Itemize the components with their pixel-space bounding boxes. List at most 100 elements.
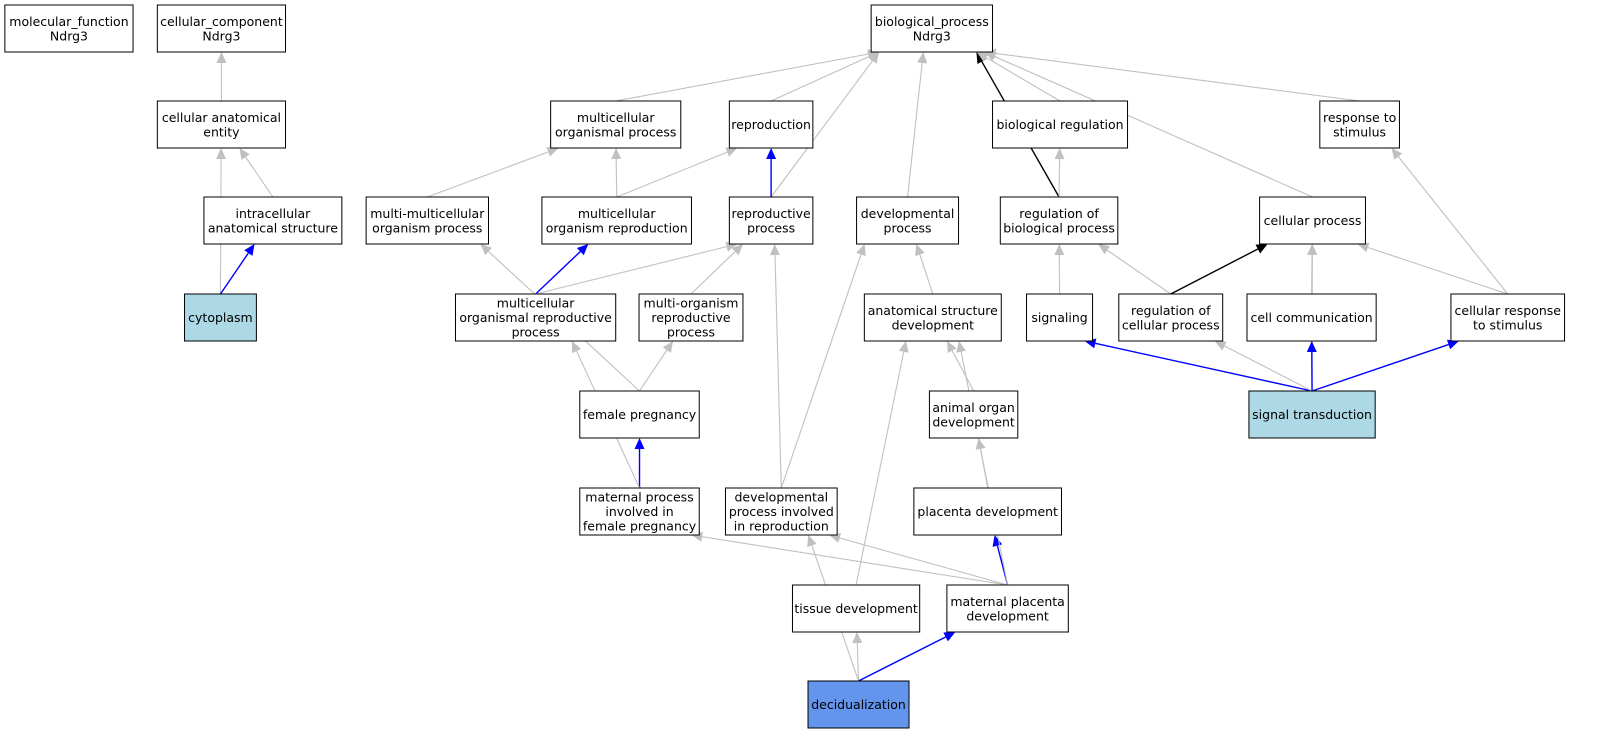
node-box [728, 196, 814, 245]
node-label-line: cellular process [1264, 213, 1362, 228]
node-label-line: female pregnancy [583, 407, 697, 422]
node-label-line: decidualization [811, 697, 906, 712]
node-box [992, 100, 1129, 149]
edge-arrowhead-animal_organ_development-to-anatomical_structure_development [947, 341, 957, 354]
node-female-pregnancy[interactable]: female pregnancy [579, 390, 700, 439]
edge-arrowhead-cellular_response_to_stimulus-to-cellular_process [1357, 242, 1370, 253]
node-label-line: process [747, 220, 795, 235]
node-label-line: reproductive [732, 206, 812, 221]
node-box [946, 584, 1069, 633]
edge-line-maternal_placenta_development-to-maternal_process_involved_in_female_pregnancy [702, 536, 1008, 586]
edge-arrowhead-decidualization-to-developmental_process_involved_in_reproduction [807, 535, 817, 548]
node-label-line: development [966, 608, 1049, 623]
node-box [999, 196, 1119, 245]
edge-arrowhead-anatomical_structure_development-to-developmental_process [915, 244, 925, 257]
node-box [184, 293, 257, 342]
node-label-line: animal organ [932, 400, 1014, 415]
edge-arrowhead-developmental_process_involved_in_reproduction-to-reproductive_process [769, 244, 780, 256]
edge-arrowhead-maternal_placenta_development-to-anatomical_structure_development [956, 341, 967, 353]
node-box [579, 487, 700, 536]
node-box [1026, 293, 1094, 342]
edge-arrowhead-reproductive_process-to-biological_process [868, 52, 880, 64]
node-decidualization[interactable]: decidualization [807, 680, 910, 729]
node-label-line: cell communication [1250, 310, 1372, 325]
node-signaling[interactable]: signaling [1026, 293, 1094, 342]
node-layer: molecular_functionNdrg3cellular_componen… [4, 4, 1566, 729]
edge-line-female_pregnancy-to-multi_organism_reproductive_process [639, 349, 668, 392]
node-box [791, 584, 921, 633]
node-cellular-process[interactable]: cellular process [1259, 196, 1366, 245]
edge-arrowhead-signal_transduction-to-cell_communication [1306, 341, 1317, 353]
edge-line-multi_multicellular_organism_process-to-multicellular_organismal_process [427, 151, 549, 198]
node-label-line: entity [203, 124, 240, 139]
node-box [541, 196, 692, 245]
node-box [728, 100, 814, 149]
node-tissue-development[interactable]: tissue development [791, 584, 921, 633]
node-box [203, 196, 343, 245]
node-label-line: anatomical structure [868, 303, 998, 318]
edge-arrowhead-placenta_development-to-animal_organ_development [975, 438, 986, 450]
node-label-line: Ndrg3 [202, 28, 240, 43]
edge-line-decidualization-to-tissue_development [856, 642, 860, 682]
edge-line-reproductive_process-to-biological_process [770, 60, 874, 198]
edge-arrowhead-intracellular_anatomical_structure-to-cellular_anatomical_entity [239, 148, 250, 160]
node-cell-communication[interactable]: cell communication [1246, 293, 1377, 342]
node-box [1319, 100, 1400, 149]
node-signal-transduction[interactable]: signal transduction [1248, 390, 1376, 439]
node-box [913, 487, 1062, 536]
node-label-line: Ndrg3 [913, 28, 951, 43]
edge-arrowhead-multi_multicellular_organism_process-to-multicellular_organismal_process [546, 147, 559, 157]
node-label-line: organism reproduction [546, 220, 688, 235]
node-box [1450, 293, 1566, 342]
edge-line-decidualization-to-maternal_placenta_development [858, 636, 946, 682]
node-label-line: cellular_component [160, 14, 283, 29]
edge-line-signal_transduction-to-cellular_response_to_stimulus [1311, 343, 1449, 392]
node-reproduction[interactable]: reproduction [728, 100, 814, 149]
edge-line-anatomical_structure_development-to-developmental_process [919, 254, 934, 295]
edge-arrowhead-signal_transduction-to-cellular_response_to_stimulus [1446, 339, 1459, 350]
edge-arrowhead-maternal_placenta_development-to-developmental_process_involved_in_reproduction [829, 533, 842, 543]
node-box [724, 487, 838, 536]
node-placenta-development[interactable]: placenta development [913, 487, 1062, 536]
node-label-line: organismal reproductive [459, 310, 612, 325]
node-label-line: multicellular [577, 110, 656, 125]
edge-line-multi_organism_reproductive_process-to-reproductive_process [690, 251, 736, 295]
node-label-line: process [512, 325, 560, 340]
edge-arrowhead-regulation_of_cellular_process-to-regulation_of_biological_process [1098, 244, 1111, 255]
node-biological-regulation[interactable]: biological regulation [992, 100, 1129, 149]
edge-arrowhead-maternal_process_involved_in_female_pregnancy-to-multicellular_organismal_reproductive_process [571, 341, 582, 354]
node-label-line: signal transduction [1252, 407, 1372, 422]
node-label-line: development [932, 414, 1015, 429]
node-label-line: process [667, 325, 715, 340]
node-cytoplasm[interactable]: cytoplasm [184, 293, 257, 342]
edge-line-regulation_of_cellular_process-to-regulation_of_biological_process [1106, 249, 1172, 295]
node-label-line: female pregnancy [583, 519, 697, 534]
node-label-line: anatomical structure [208, 220, 338, 235]
edge-line-signal_transduction-to-signaling [1095, 342, 1313, 392]
node-label-line: molecular_function [9, 14, 128, 29]
edge-arrowhead-signaling-to-regulation_of_biological_process [1054, 244, 1065, 256]
edge-arrowhead-regulation_of_cellular_process-to-cellular_process [1255, 244, 1268, 254]
